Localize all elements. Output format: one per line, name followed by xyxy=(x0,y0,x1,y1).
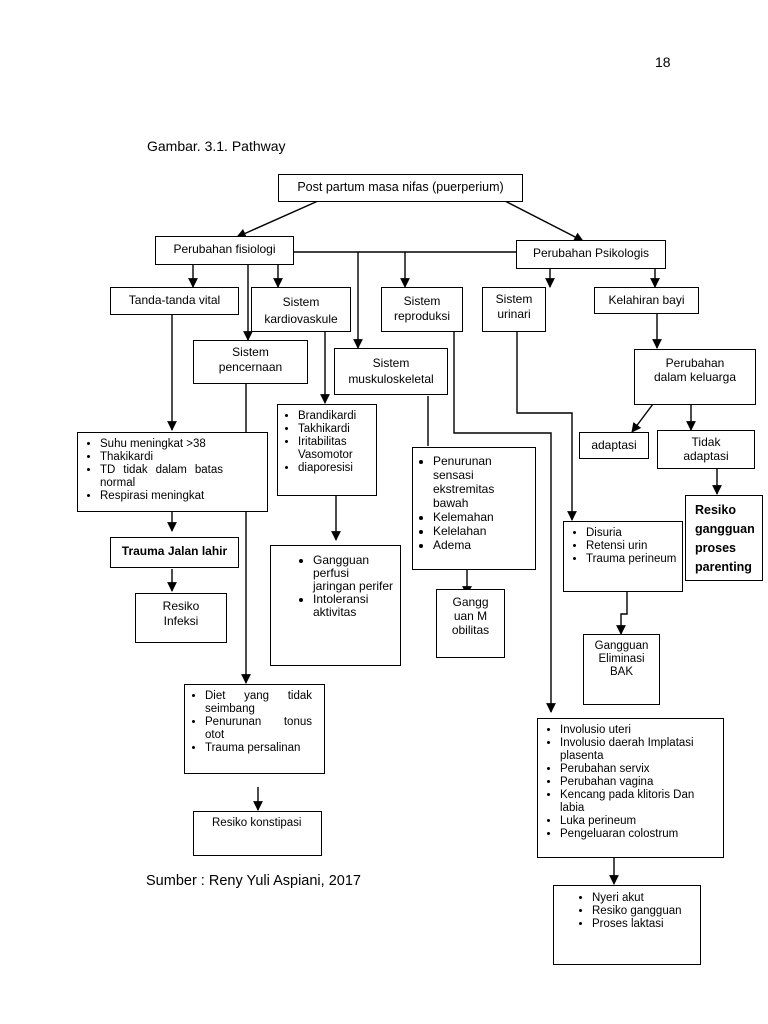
list-item: Trauma persalinan xyxy=(205,742,312,755)
list-item: Perubahan vagina xyxy=(560,776,719,789)
source-caption: Sumber : Reny Yuli Aspiani, 2017 xyxy=(146,873,361,889)
list-item: Kelemahan xyxy=(433,510,529,524)
node-kelahiran-bayi: Kelahiran bayi xyxy=(594,287,699,314)
digestive-list: Diet yang tidak seimbangPenurunan tonus … xyxy=(187,690,312,755)
node-sistem-muskuloskeletal: Sistem muskuloskeletal xyxy=(334,348,448,395)
node-adaptasi: adaptasi xyxy=(579,432,649,459)
node-root: Post partum masa nifas (puerperium) xyxy=(278,174,523,202)
list-item: Nyeri akut xyxy=(592,892,696,905)
list-item: Perubahan servix xyxy=(560,763,719,776)
node-sistem-urinari: Sistem urinari xyxy=(482,287,546,332)
musculo-list: Penurunan sensasi ekstremitas bawahKelem… xyxy=(415,454,529,552)
list-item: Intoleransi aktivitas xyxy=(313,593,394,619)
list-item: Involusio uteri xyxy=(560,724,719,737)
list-item: Kelelahan xyxy=(433,524,529,538)
node-perubahan-fisiologi: Perubahan fisiologi xyxy=(155,236,294,265)
node-sistem-pencernaan: Sistem pencernaan xyxy=(193,340,308,384)
list-item: TD tidak dalam batas normal xyxy=(100,464,223,490)
node-sistem-kardiovaskuler: Sistem kardiovaskule xyxy=(251,287,351,332)
reproductive-outcome-list: Nyeri akutResiko gangguanProses laktasi xyxy=(574,892,696,931)
list-kardio-outcome: Gangguan perfusi jaringan periferIntoler… xyxy=(270,545,401,666)
list-item: Suhu meningkat >38 xyxy=(100,438,223,451)
list-item: Iritabilitas Vasomotor xyxy=(298,436,372,462)
list-item: Proses laktasi xyxy=(592,918,696,931)
cardio-outcome-list: Gangguan perfusi jaringan periferIntoler… xyxy=(295,554,394,619)
list-item: Penurunan sensasi ekstremitas bawah xyxy=(433,454,529,510)
list-kardio: BrandikardiTakhikardiIritabilitas Vasomo… xyxy=(277,404,377,496)
list-item: Resiko gangguan xyxy=(592,905,696,918)
list-item: Respirasi meningkat xyxy=(100,490,223,503)
list-item: Trauma perineum xyxy=(586,553,678,566)
node-gangguan-mobilitas: Gangguan Mobilitas xyxy=(436,589,505,658)
list-item: Adema xyxy=(433,538,529,552)
list-item: Takhikardi xyxy=(298,423,372,436)
list-musculo: Penurunan sensasi ekstremitas bawahKelem… xyxy=(412,447,536,570)
list-tanda-vital: Suhu meningkat >38ThakikardiTD tidak dal… xyxy=(77,432,268,512)
page-number: 18 xyxy=(655,54,671,70)
list-item: Kencang pada klitoris Dan labia xyxy=(560,789,719,815)
list-item: Gangguan perfusi jaringan perifer xyxy=(313,554,394,593)
list-item: diaporesisi xyxy=(298,462,372,475)
urinary-list: DisuriaRetensi urinTrauma perineum xyxy=(568,527,678,566)
node-gangguan-eliminasi: Gangguan Eliminasi BAK xyxy=(583,634,660,705)
list-item: Luka perineum xyxy=(560,815,719,828)
vital-signs-list: Suhu meningkat >38ThakikardiTD tidak dal… xyxy=(82,438,223,503)
node-tidak-adaptasi: Tidak adaptasi xyxy=(657,430,755,469)
reproductive-list: Involusio uteriInvolusio daerah Implatas… xyxy=(542,724,719,841)
list-item: Thakikardi xyxy=(100,451,223,464)
list-item: Retensi urin xyxy=(586,540,678,553)
list-item: Involusio daerah Implatasi plasenta xyxy=(560,737,719,763)
node-resiko-parenting: Resiko gangguan proses parenting xyxy=(685,495,763,581)
figure-title: Gambar. 3.1. Pathway xyxy=(147,138,286,154)
list-item: Disuria xyxy=(586,527,678,540)
node-sistem-reproduksi: Sistem reproduksi xyxy=(381,287,463,332)
node-tanda-vital: Tanda-tanda vital xyxy=(110,287,239,315)
list-reproduksi: Involusio uteriInvolusio daerah Implatas… xyxy=(537,718,724,858)
node-perubahan-psikologis: Perubahan Psikologis xyxy=(516,240,666,269)
list-urinari: DisuriaRetensi urinTrauma perineum xyxy=(563,521,683,592)
list-item: Penurunan tonus otot xyxy=(205,716,312,742)
node-trauma-jalan-lahir: Trauma Jalan lahir xyxy=(110,537,239,568)
list-item: Pengeluaran colostrum xyxy=(560,828,719,841)
list-pencernaan: Diet yang tidak seimbangPenurunan tonus … xyxy=(184,684,325,774)
cardio-list: BrandikardiTakhikardiIritabilitas Vasomo… xyxy=(280,410,372,475)
list-item: Diet yang tidak seimbang xyxy=(205,690,312,716)
list-reproduksi-outcome: Nyeri akutResiko gangguanProses laktasi xyxy=(553,885,701,965)
node-resiko-infeksi: Resiko Infeksi xyxy=(135,593,227,643)
list-item: Brandikardi xyxy=(298,410,372,423)
node-perubahan-keluarga: Perubahan dalam keluarga xyxy=(634,349,756,405)
node-resiko-konstipasi: Resiko konstipasi xyxy=(193,811,322,856)
